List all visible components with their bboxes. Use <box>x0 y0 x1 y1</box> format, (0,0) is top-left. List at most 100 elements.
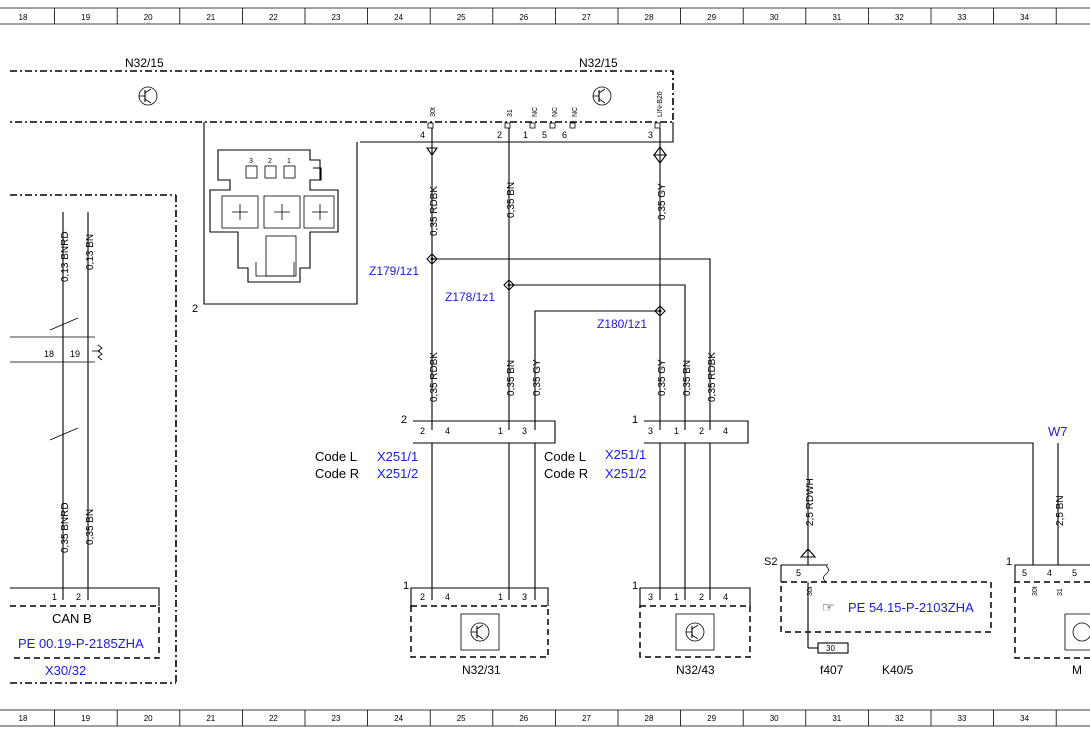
module-box-m-partial <box>1014 581 1090 659</box>
module-shield-line <box>360 122 674 143</box>
ruler-column-label: 24 <box>394 714 403 723</box>
wire-label: 2,5 BN <box>1055 495 1066 526</box>
fuse-value: 30 <box>826 644 835 653</box>
ruler-column-label: 18 <box>19 714 28 723</box>
wire-label: 0,13 BN <box>85 234 96 270</box>
pin-num: 2 <box>497 130 502 140</box>
splice-node-icon <box>426 253 666 317</box>
plug-x251-left <box>413 420 556 444</box>
module-box-k40-5 <box>780 581 992 633</box>
ruler-column-label: 28 <box>645 714 654 723</box>
wire-label: 0,35 GY <box>657 359 668 396</box>
ruler-column-label: 29 <box>707 13 716 22</box>
module-box-n32-43 <box>639 605 751 658</box>
ruler-column-label: 31 <box>832 13 841 22</box>
pin-num: 6 <box>562 130 567 140</box>
pin-num: 4 <box>445 592 450 602</box>
wire-label: 0,35 BN <box>682 360 693 396</box>
ruler-column-label: 26 <box>519 714 528 723</box>
pin-num: 5 <box>1072 568 1077 578</box>
lower-wires <box>431 443 711 600</box>
ruler-column-label: 31 <box>832 714 841 723</box>
code-label-l: Code L <box>544 449 586 464</box>
wire-label: 0,35 RDBK <box>707 352 718 402</box>
pin-num: 19 <box>70 349 80 359</box>
pin-num: 5 <box>796 568 801 578</box>
pin-num: 3 <box>522 592 527 602</box>
ruler-column-label: 23 <box>332 13 341 22</box>
pin-num: 1 <box>498 592 503 602</box>
module-label-x30-32[interactable]: X30/32 <box>45 663 86 678</box>
plug-num: 1 <box>632 580 638 592</box>
splice-label-z178: Z178/1z1 <box>445 290 495 304</box>
pin-label-31: 31 <box>1057 588 1064 596</box>
ruler-column-label: 21 <box>206 714 215 723</box>
wire-label: 2,5 RDWH <box>805 478 816 526</box>
plug-num: 1 <box>1006 556 1012 568</box>
ruler-column-label: 34 <box>1020 714 1029 723</box>
ref-pe-54[interactable]: PE 54.15-P-2103ZHA <box>848 600 974 615</box>
label-s2: S2 <box>764 556 777 568</box>
ruler-column-label: 25 <box>457 13 466 22</box>
ruler-column-label: 33 <box>958 714 967 723</box>
module-label-n32-31: N32/31 <box>462 663 501 677</box>
pin-num: 4 <box>420 130 425 140</box>
ruler-column-label: 29 <box>707 714 716 723</box>
ruler-column-label: 33 <box>958 13 967 22</box>
connector-arrow-icon <box>799 548 817 558</box>
pin-num: 2 <box>699 426 704 436</box>
ruler-column-label: 32 <box>895 714 904 723</box>
ruler-column-label: 18 <box>19 13 28 22</box>
pin-num: 4 <box>723 592 728 602</box>
pin-num: 2 <box>699 592 704 602</box>
pin-markers <box>427 122 661 129</box>
module-label-n32-15-right: N32/15 <box>579 56 618 70</box>
code-label-r: Code R <box>315 466 359 481</box>
pin-num: 3 <box>648 592 653 602</box>
splice-branch-z179 <box>432 258 711 430</box>
coil-icon <box>823 565 829 583</box>
bottom-ruler <box>0 709 1090 727</box>
wire-gy <box>652 128 668 430</box>
ref-w7[interactable]: W7 <box>1048 424 1068 439</box>
pin-label-30t: 30t <box>807 586 814 596</box>
connector-label-2: 2 <box>192 303 198 315</box>
ref-x251-1[interactable]: X251/1 <box>605 447 646 462</box>
ruler-column-label: 20 <box>144 714 153 723</box>
pin-num: 3 <box>522 426 527 436</box>
wire-label: 0,35 BN <box>85 509 96 545</box>
ref-pe-00[interactable]: PE 00.19-P-2185ZHA <box>18 636 144 651</box>
fuse-label-f407: f407 <box>820 663 844 677</box>
ruler-column-label: 30 <box>770 13 779 22</box>
ref-x251-1[interactable]: X251/1 <box>377 449 418 464</box>
hand-pointer-icon: ☞ <box>822 599 835 615</box>
pin-label-30t: 30t <box>1032 586 1039 596</box>
wire-label: 0,35 BNRD <box>60 502 71 553</box>
ruler-column-label: 34 <box>1020 13 1029 22</box>
transistor-icon <box>138 86 158 106</box>
ruler-column-label: 19 <box>81 714 90 723</box>
cavity-num: 2 <box>268 158 272 165</box>
pin-num: 1 <box>498 426 503 436</box>
transistor-icon <box>460 613 500 651</box>
plug-num: 1 <box>632 414 638 426</box>
ref-x251-2[interactable]: X251/2 <box>377 466 418 481</box>
pin-num: 3 <box>648 130 653 140</box>
splice-branch-z178 <box>509 284 686 430</box>
ruler-column-label: 24 <box>394 13 403 22</box>
connector-x30-32 <box>10 587 160 606</box>
top-ruler <box>0 7 1090 25</box>
connector-m-partial <box>1014 564 1090 582</box>
code-label-l: Code L <box>315 449 357 464</box>
splice-label-z180: Z180/1z1 <box>597 317 647 331</box>
ruler-column-label: 26 <box>519 13 528 22</box>
pin-label-nc: NC <box>572 107 579 117</box>
wire-label: 0,35 GY <box>532 359 543 396</box>
connector-k40-5 <box>780 564 828 582</box>
pin-num: 3 <box>648 426 653 436</box>
pin-label-nc: NC <box>532 107 539 117</box>
ref-x251-2[interactable]: X251/2 <box>605 466 646 481</box>
ruler-column-label: 22 <box>269 13 278 22</box>
